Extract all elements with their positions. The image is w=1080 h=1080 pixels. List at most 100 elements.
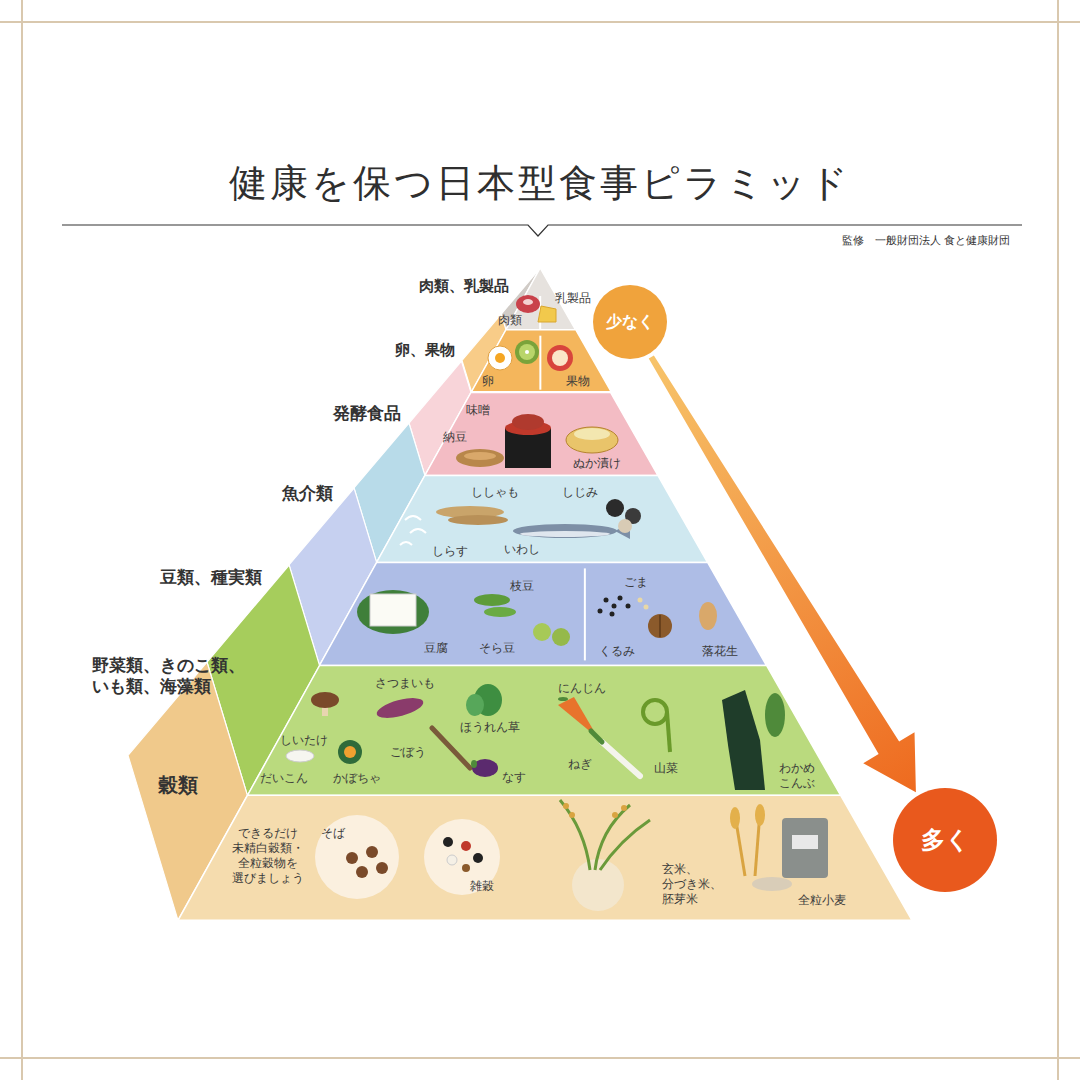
label-slot: さつまいも: [375, 676, 435, 690]
group-heading: 発酵食品: [333, 403, 401, 423]
walnut-icon: [648, 614, 672, 638]
label-slot: ししゃも: [471, 485, 519, 499]
rice-icon: [569, 812, 575, 818]
edamame-icon: [474, 594, 510, 606]
food-label: 山菜: [654, 761, 678, 775]
apple-icon: [547, 345, 573, 371]
label-slot: そば: [321, 826, 345, 840]
meat-icon: [516, 295, 540, 313]
band-shape: [207, 565, 841, 795]
food-label: わかめ こんぶ: [775, 761, 818, 791]
rice-icon: [621, 805, 627, 811]
sesame-icon: [612, 604, 617, 609]
amount-label: 多く: [921, 826, 970, 855]
label-slot: 納豆: [443, 430, 467, 444]
food-label: ごぼう: [390, 745, 426, 759]
sesame-icon: [598, 609, 603, 614]
pyramid-band: 発酵食品味噌納豆ぬか漬け: [409, 361, 658, 475]
sesame-icon: [638, 598, 643, 603]
food-label: くるみ: [599, 644, 635, 658]
label-slot: しいたけ: [280, 733, 328, 747]
food-label: 全粒小麦: [798, 893, 846, 907]
band-front: [178, 795, 912, 920]
group-heading: 卵、果物: [395, 341, 455, 359]
food-label: 卵: [482, 374, 494, 388]
label-slot: 豆類、種実類: [160, 567, 262, 587]
pyramid-band: 魚介類ししゃもしじみしらすいわし: [354, 423, 708, 562]
clam-icon: [618, 519, 632, 533]
natto-icon: [464, 452, 496, 460]
sesame-icon: [604, 598, 609, 603]
label-slot: しらす: [432, 544, 468, 558]
miso-icon: [512, 414, 544, 430]
rice-icon: [563, 803, 569, 809]
label-slot: ごま: [624, 575, 648, 589]
pyramid-band: 野菜類、きのこ類、 いも類、海藻類さつまいもにんじんしいたけほうれん草ごぼうねぎ…: [207, 565, 841, 795]
label-slot: なす: [502, 770, 526, 784]
label-slot: 乳製品: [555, 291, 591, 305]
food-label: 枝豆: [510, 579, 534, 593]
label-slot: ねぎ: [568, 757, 592, 771]
food-label: いわし: [504, 542, 540, 556]
label-slot: そら豆: [479, 641, 515, 655]
seaweed-icon: [765, 693, 785, 737]
rice-icon: [612, 812, 618, 818]
food-label: 乳製品: [555, 291, 591, 305]
group-heading: 魚介類: [282, 483, 333, 503]
shiitake-icon: [311, 692, 339, 708]
band-front: [377, 475, 708, 562]
millet-icon: [462, 864, 470, 872]
band-shape: [289, 488, 766, 665]
band-front: [247, 665, 840, 795]
label-slot: ほうれん草: [460, 720, 520, 734]
egg-icon: [488, 346, 512, 370]
food-label: しらす: [432, 544, 468, 558]
group-heading: 野菜類、きのこ類、 いも類、海藻類: [92, 655, 255, 698]
amount-circle: 少なく: [593, 285, 667, 359]
rice-icon: [572, 859, 624, 911]
amount-label: 少なく: [606, 312, 654, 331]
sardine-icon: [520, 531, 610, 537]
food-label: 落花生: [702, 644, 738, 658]
tofu-icon: [357, 590, 429, 634]
supervisor-note-slot: 監修 一般財団法人 食と健康財団: [842, 233, 1011, 248]
label-slot: わかめ こんぶ: [775, 761, 818, 791]
soba-icon: [315, 815, 399, 899]
label-slot: 卵、果物: [395, 341, 455, 359]
label-slot: しじみ: [562, 485, 598, 499]
label-slot: かぼちゃ: [333, 771, 381, 785]
food-label: しじみ: [562, 485, 598, 499]
natto-icon: [456, 449, 504, 467]
walnut-icon: [659, 615, 661, 637]
shishamo-icon: [448, 515, 508, 525]
food-label: 肉類: [498, 313, 522, 327]
band-front: [471, 330, 611, 392]
millet-icon: [461, 841, 471, 851]
meat-icon: [523, 299, 533, 305]
apple-icon: [552, 350, 568, 366]
label-slot: ぬか漬け: [573, 456, 621, 470]
food-label: そば: [321, 826, 345, 840]
millet-icon: [443, 837, 453, 847]
food-label: ねぎ: [568, 757, 592, 771]
peanut-icon: [699, 602, 717, 630]
label-slot: 味噌: [466, 403, 490, 417]
label-slot: 肉類: [498, 313, 522, 327]
food-label: なす: [502, 770, 526, 784]
food-label: ししゃも: [471, 485, 519, 499]
apple-icon: [547, 345, 573, 371]
wheat-icon: [782, 818, 828, 878]
pyramid-band: 卵、果物卵果物: [462, 314, 611, 392]
label-slot: 果物: [566, 374, 590, 388]
food-label: できるだけ 未精白穀類・ 全粒穀物を 選びましょう: [228, 826, 307, 886]
edamame-icon: [484, 607, 516, 617]
millet-icon: [424, 819, 500, 895]
label-slot: にんじん: [558, 681, 606, 695]
group-heading: 豆類、種実類: [160, 567, 262, 587]
frame-line: [21, 0, 23, 1080]
group-heading: 肉類、乳製品: [419, 277, 509, 295]
sardine-icon: [513, 524, 617, 538]
label-slot: ごぼう: [390, 745, 426, 759]
soba-icon: [315, 815, 399, 899]
sesame-icon: [618, 596, 623, 601]
